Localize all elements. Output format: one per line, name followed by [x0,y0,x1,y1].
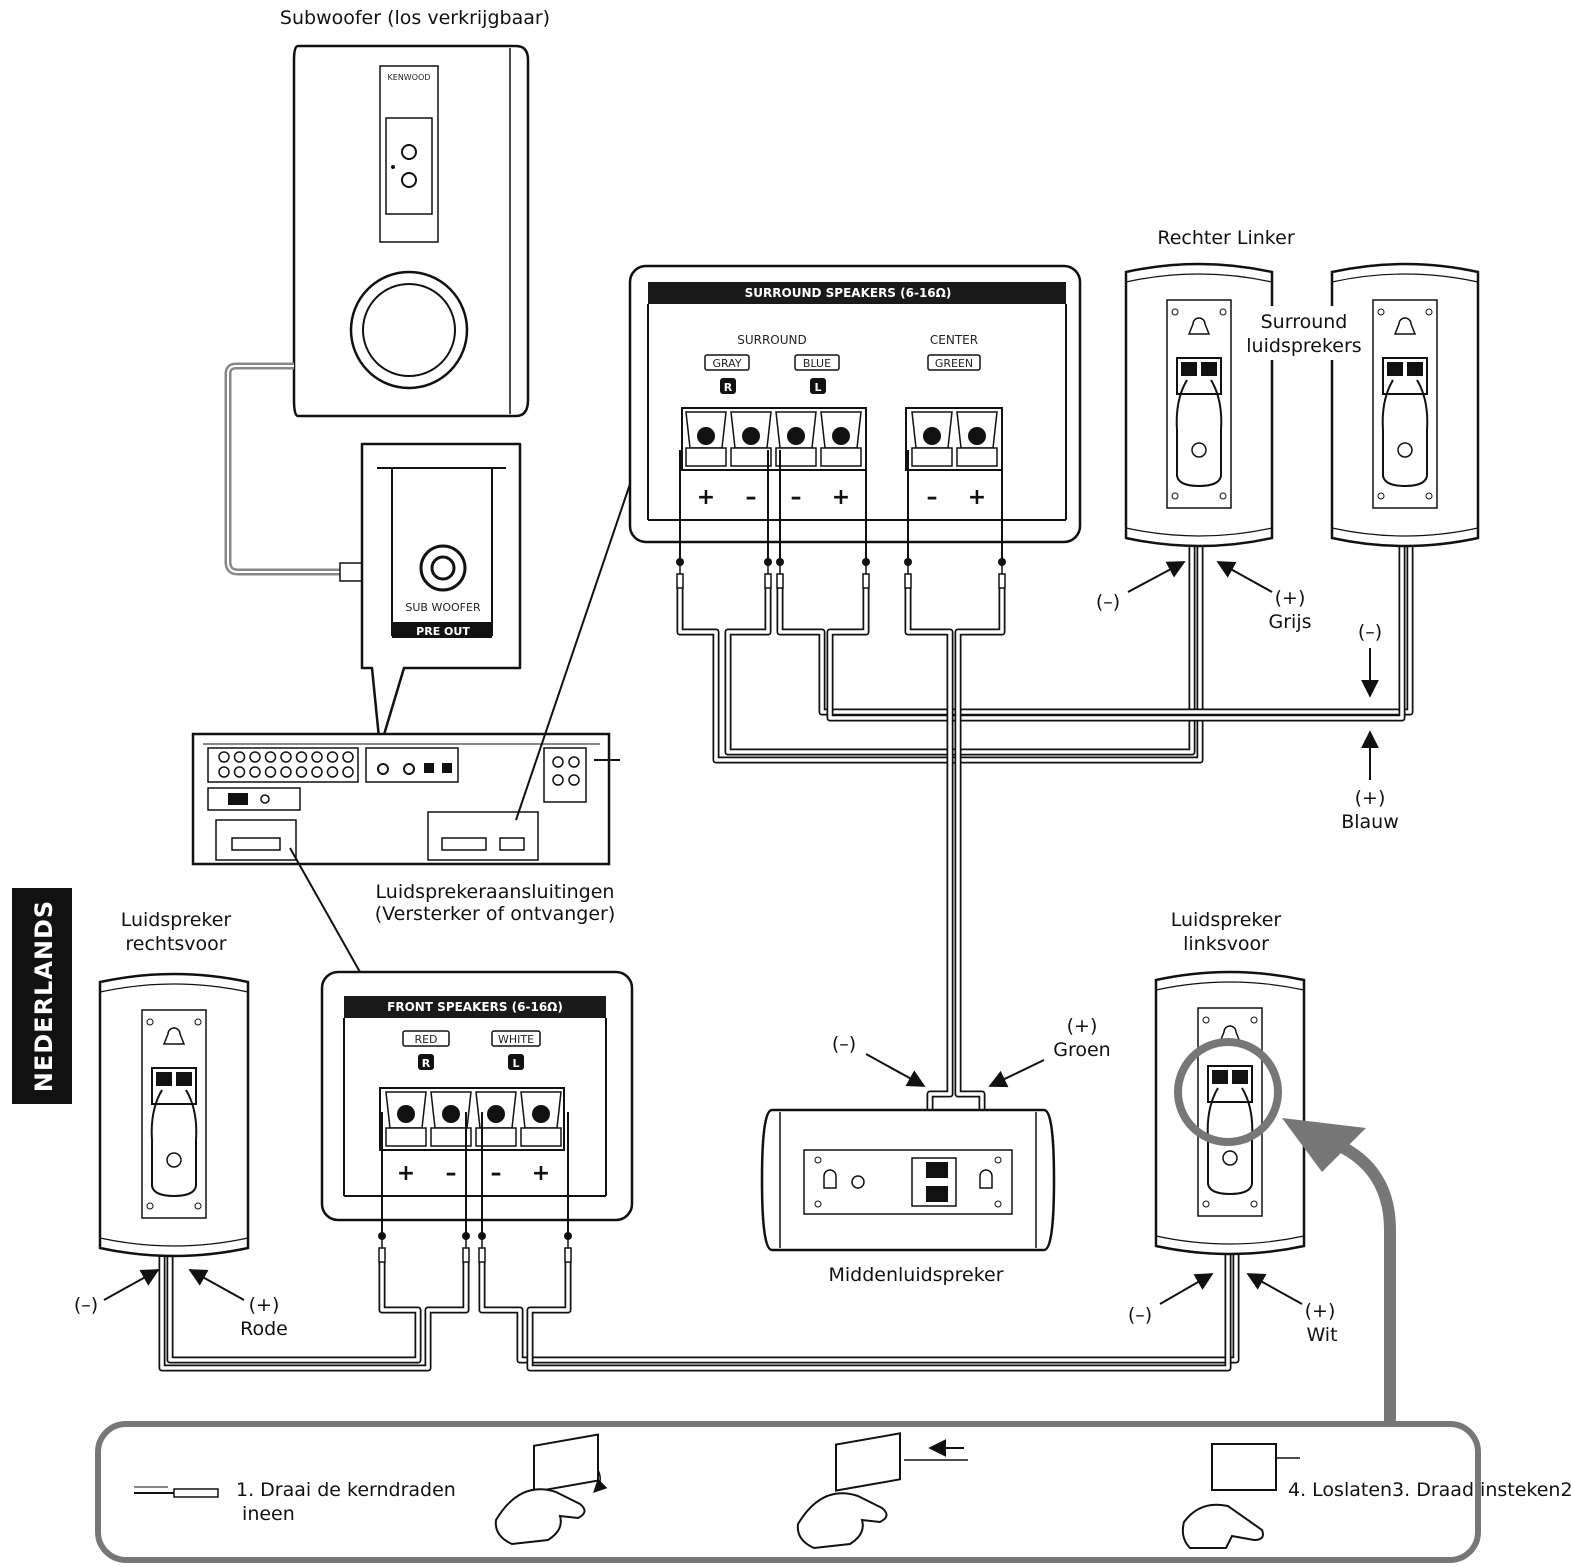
surround-terminal-sign: + [697,485,715,510]
rear-right-plus: (+) [1275,587,1306,609]
surround-terminal: + [685,411,727,510]
front-terminal: + [520,1091,562,1186]
front-terminal-sign: + [532,1161,550,1186]
surround-r-badge: R [724,381,733,394]
rear-left-speaker [1330,262,1480,548]
subwoofer-title: Subwoofer (los verkrijgbaar) [280,7,550,29]
rear-right-callouts: (–) (+) Grijs [1096,561,1312,633]
white-tag: WHITE [498,1033,534,1046]
front-terminal: + [385,1091,427,1186]
subwoofer: Subwoofer (los verkrijgbaar) KENWOOD [280,7,550,418]
surround-terminal: – [911,411,953,510]
rear-right-left-header: Rechter Linker [1157,227,1294,249]
speaker-wires [158,450,1414,1372]
rear-left-color: Blauw [1341,811,1399,833]
center-minus: (–) [832,1033,856,1055]
surround-terminal: – [730,411,772,510]
gray-tag: GRAY [712,357,741,370]
step-1-text: 1. Draai de kerndraden ineen [236,1479,456,1525]
front-terminal: – [430,1091,472,1186]
receiver-back-panel: Luidsprekeraansluitingen(Versterker of o… [191,732,620,925]
language-label: NEDERLANDS [30,900,58,1092]
front-left-callouts: (–) (+) Wit [1128,1273,1338,1346]
rear-left-plus: (+) [1355,787,1386,809]
center-label: CENTER [930,333,978,347]
pre-out-label: PRE OUT [416,625,470,638]
step-2-hand-icon [494,1433,608,1546]
center-color: Groen [1053,1039,1110,1061]
receiver-label: Luidsprekeraansluitingen(Versterker of o… [375,881,616,925]
front-left-color: Wit [1306,1324,1337,1346]
front-right-plus: (+) [249,1294,280,1316]
front-right-callouts: (–) (+) Rode [74,1269,288,1340]
sub-woofer-jack-label: SUB WOOFER [405,601,481,614]
surround-terminal-sign: – [791,485,802,510]
detail-arrow [1318,1132,1396,1424]
front-left-speaker [1154,970,1306,1256]
rear-left-callouts: (–) (+) Blauw [1341,621,1399,833]
wire-steps-box: 1. Draai de kerndraden ineen 4. Loslaten… [95,1421,1571,1563]
front-left-minus: (–) [1128,1304,1152,1326]
surround-l-badge: L [814,381,821,394]
rear-right-color: Grijs [1269,611,1312,633]
surround-terminal-sign: + [832,485,850,510]
blue-tag: BLUE [803,357,831,370]
surround-label: SURROUND [737,333,807,347]
front-speakers-panel: FRONT SPEAKERS (6-16Ω) RED WHITE R L + – –… [320,970,634,1222]
surround-speakers-panel: SURROUND SPEAKERS (6-16Ω) SURROUND CENTE… [628,264,1082,544]
surround-panel-title: SURROUND SPEAKERS (6-16Ω) [745,286,952,300]
front-left-plus: (+) [1305,1300,1336,1322]
front-terminal-sign: – [446,1161,457,1186]
center-plus: (+) [1067,1015,1098,1037]
language-side-tab: NEDERLANDS [12,888,72,1104]
front-right-speaker [98,972,250,1258]
pre-out-panel: SUB WOOFER PRE OUT [360,442,522,750]
front-terminal-sign: – [491,1161,502,1186]
front-right-minus: (–) [74,1294,98,1316]
step-4-hand-icon [1181,1443,1300,1549]
surround-terminal-sign: – [746,485,757,510]
subwoofer-brand: KENWOOD [388,73,431,82]
surround-terminal: – [775,411,817,510]
front-right-color: Rode [240,1318,288,1340]
rear-right-minus: (–) [1096,591,1120,613]
rear-right-speaker [1124,262,1274,548]
center-callouts: (–) (+) Groen [832,1015,1111,1088]
surround-terminal: + [820,411,862,510]
red-tag: RED [414,1033,437,1046]
surround-terminal: + [956,411,998,510]
detail-arrow-head [1282,1118,1366,1172]
green-tag: GREEN [935,357,973,370]
front-l-badge: L [512,1057,519,1070]
steps-tail-text: 4. Loslaten3. Draad insteken2. [1288,1479,1571,1501]
center-speaker-label: Middenluidspreker [828,1264,1003,1286]
surround-terminal-sign: + [968,485,986,510]
terminal-callout-ring [1174,1038,1282,1146]
front-r-badge: R [422,1057,431,1070]
surround-terminal-sign: – [927,485,938,510]
step-3-hand-icon [796,1432,968,1550]
rear-left-minus: (–) [1358,621,1382,643]
front-terminal: – [475,1091,517,1186]
front-terminal-sign: + [397,1161,415,1186]
front-panel-title: FRONT SPEAKERS (6-16Ω) [387,1000,563,1014]
center-speaker: Middenluidspreker [760,1108,1056,1286]
